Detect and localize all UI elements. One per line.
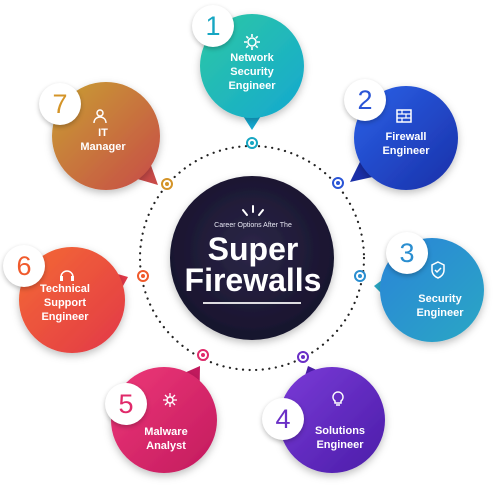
ring-connector-dot-core-1	[250, 141, 254, 145]
ring-connector-dot-core-3	[358, 274, 362, 278]
career-number-7: 7	[39, 83, 81, 125]
career-label-4: Solutions Engineer	[314, 425, 366, 451]
career-bubble-4	[279, 367, 385, 473]
malware-icon	[160, 390, 180, 410]
lightbulb-icon	[328, 389, 348, 409]
hub-subtitle: Career Options After The	[214, 222, 292, 229]
career-bubble-6	[19, 247, 125, 353]
career-number-4: 4	[262, 398, 304, 440]
career-number-5: 5	[105, 383, 147, 425]
security-icon	[428, 260, 448, 280]
ring-connector-dot-core-4	[301, 355, 305, 359]
career-label-6: Technical Support Engineer	[40, 283, 90, 323]
career-label-1: Network Security Engineer	[228, 52, 276, 92]
career-label-3: Security Engineer	[416, 293, 464, 319]
career-label-7: IT Manager	[80, 127, 126, 153]
ring-connector-dot-core-5	[201, 353, 205, 357]
ring-connector-dot-core-6	[141, 274, 145, 278]
career-number-3: 3	[386, 232, 428, 274]
ring-connector-dot-core-7	[165, 182, 169, 186]
career-label-2: Firewall Engineer	[382, 131, 430, 157]
support-icon	[57, 266, 77, 286]
network-gear-icon	[242, 32, 262, 52]
ring-connector-dot-core-2	[336, 181, 340, 185]
hub-title: Super Firewalls	[184, 231, 322, 298]
hub-rays-icon	[242, 205, 264, 216]
career-number-2: 2	[344, 79, 386, 121]
firewall-icon	[394, 106, 414, 126]
manager-icon	[90, 106, 110, 126]
hub-circle	[170, 176, 334, 340]
career-label-5: Malware Analyst	[144, 426, 188, 452]
career-number-6: 6	[3, 245, 45, 287]
career-number-1: 1	[192, 5, 234, 47]
